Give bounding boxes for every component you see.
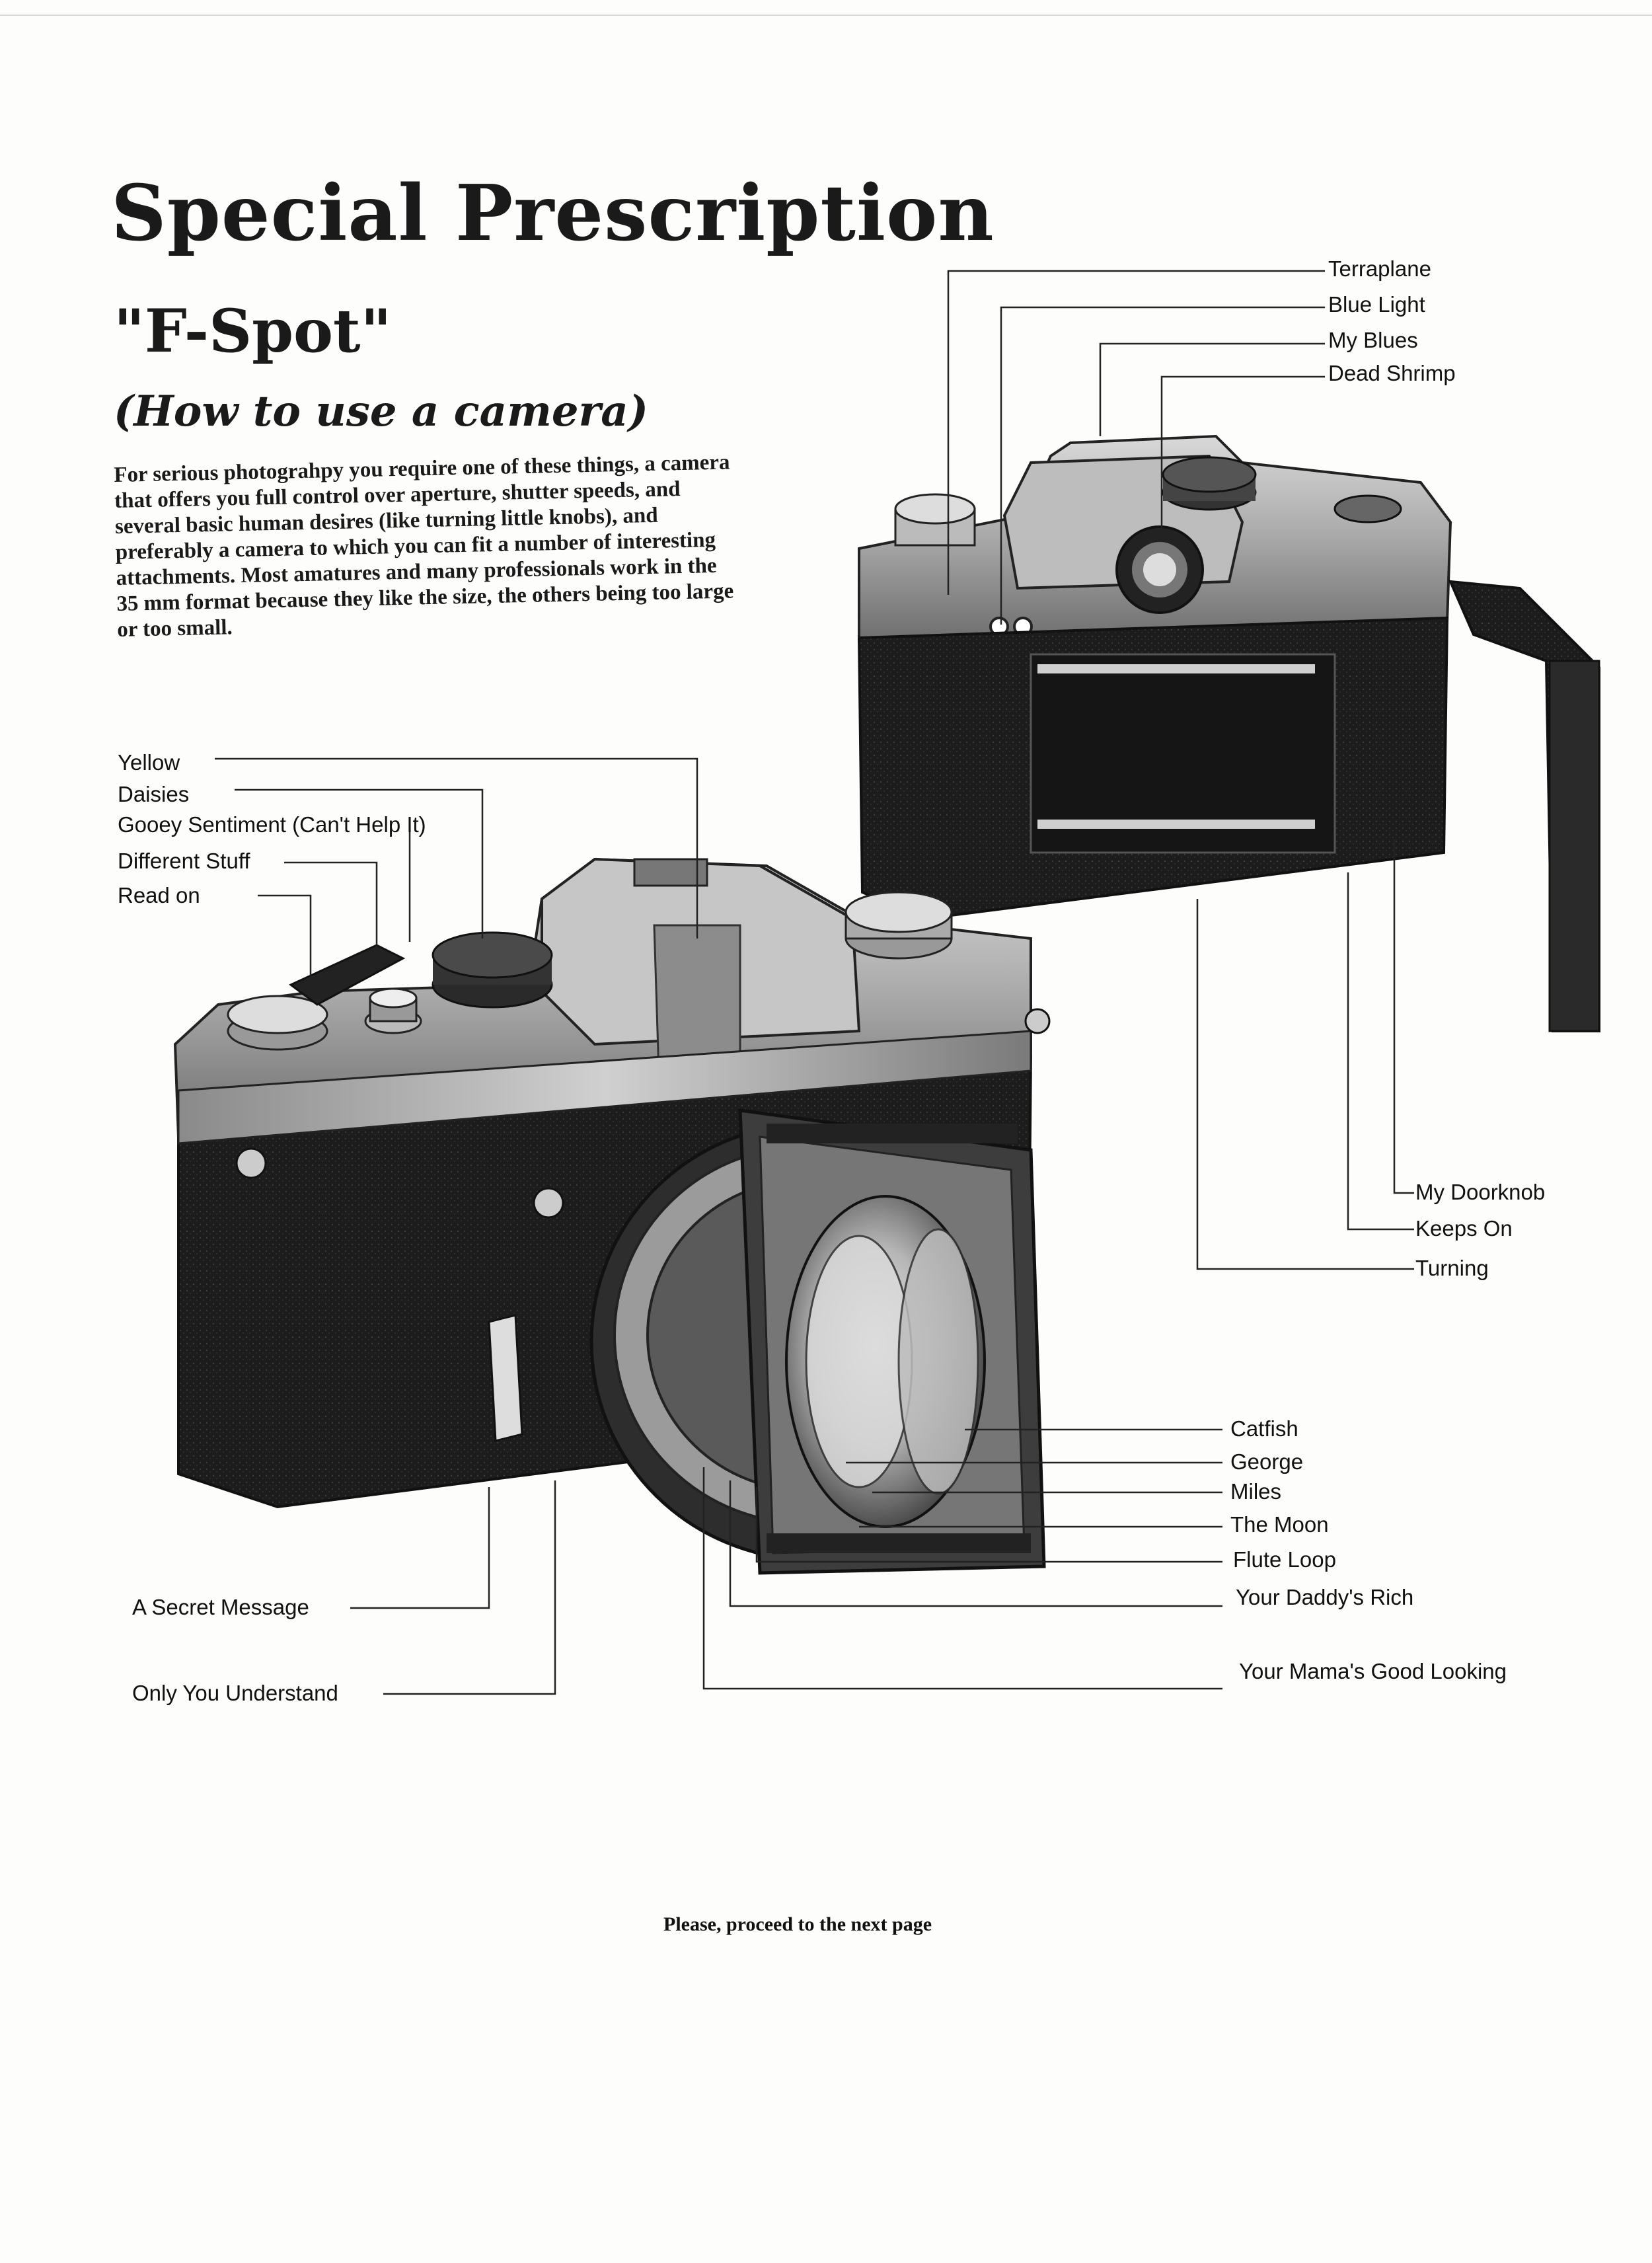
page-tagline: (How to use a camera)	[114, 387, 648, 436]
label-my-blues: My Blues	[1328, 328, 1418, 353]
label-miles: Miles	[1230, 1479, 1281, 1504]
intro-paragraph: For serious photograhpy you require one …	[114, 449, 739, 643]
page-subtitle: "F-Spot"	[114, 296, 392, 366]
page-title: Special Prescription	[111, 169, 995, 258]
label-your-mamas-good-looking: Your Mama's Good Looking	[1239, 1659, 1507, 1684]
label-a-secret-message: A Secret Message	[132, 1595, 309, 1620]
label-flute-loop: Flute Loop	[1233, 1547, 1336, 1572]
label-only-you-understand: Only You Understand	[132, 1681, 338, 1706]
label-your-daddys-rich: Your Daddy's Rich	[1236, 1585, 1413, 1610]
label-keeps-on: Keeps On	[1415, 1216, 1513, 1241]
label-different-stuff: Different Stuff	[118, 849, 250, 874]
front-camera	[175, 859, 1049, 1573]
footer-next-page: Please, proceed to the next page	[663, 1913, 932, 1936]
label-yellow: Yellow	[118, 750, 180, 775]
label-read-on: Read on	[118, 883, 200, 908]
label-blue-light: Blue Light	[1328, 292, 1425, 317]
label-daisies: Daisies	[118, 782, 189, 807]
label-catfish: Catfish	[1230, 1416, 1298, 1441]
label-the-moon: The Moon	[1230, 1512, 1329, 1537]
label-my-doorknob: My Doorknob	[1415, 1180, 1545, 1205]
label-gooey-sentiment: Gooey Sentiment (Can't Help It)	[118, 812, 426, 837]
label-turning: Turning	[1415, 1256, 1489, 1281]
label-terraplane: Terraplane	[1328, 256, 1431, 282]
label-dead-shrimp: Dead Shrimp	[1328, 361, 1456, 386]
label-george: George	[1230, 1449, 1303, 1475]
